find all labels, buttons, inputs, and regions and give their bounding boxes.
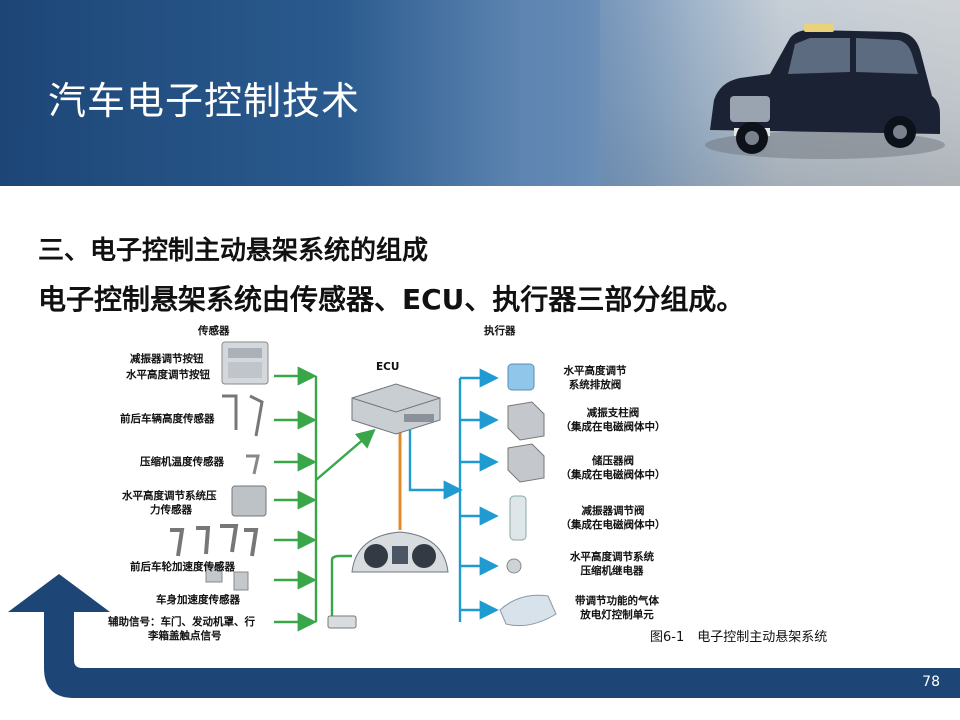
sensor-label: 力传感器	[150, 503, 192, 517]
actuator-label: 储压器阀（集成在电磁阀体中）	[548, 454, 678, 482]
actuator-label: 减振器调节阀（集成在电磁阀体中）	[548, 504, 678, 532]
page-number: 78	[922, 674, 940, 690]
actuator-label: 带调节功能的气体放电灯控制单元	[562, 594, 672, 622]
actuator-label: 减振支柱阀（集成在电磁阀体中）	[548, 406, 678, 434]
sensor-label: 减振器调节按钮	[130, 352, 204, 366]
sensors-heading: 传感器	[198, 324, 230, 338]
sensor-label: 李箱盖触点信号	[148, 629, 222, 643]
sensor-label: 前后车轮加速度传感器	[130, 560, 235, 574]
sensor-label: 压缩机温度传感器	[140, 455, 224, 469]
sensor-label: 前后车辆高度传感器	[120, 412, 215, 426]
figure-caption: 图6-1 电子控制主动悬架系统	[650, 626, 827, 645]
ecu-unit	[352, 384, 440, 434]
sensor-label: 水平高度调节按钮	[126, 368, 210, 382]
sensor-label: 车身加速度传感器	[156, 593, 240, 607]
ecu-label: ECU	[376, 360, 399, 374]
actuator-label: 水平高度调节系统压缩机继电器	[552, 550, 672, 578]
actuators-heading: 执行器	[484, 324, 516, 338]
actuator-illustrations	[500, 364, 556, 626]
sensor-label: 辅助信号：车门、发动机罩、行	[108, 615, 255, 629]
sensor-label: 水平高度调节系统压	[122, 489, 217, 503]
actuator-label: 水平高度调节系统排放阀	[540, 364, 650, 392]
